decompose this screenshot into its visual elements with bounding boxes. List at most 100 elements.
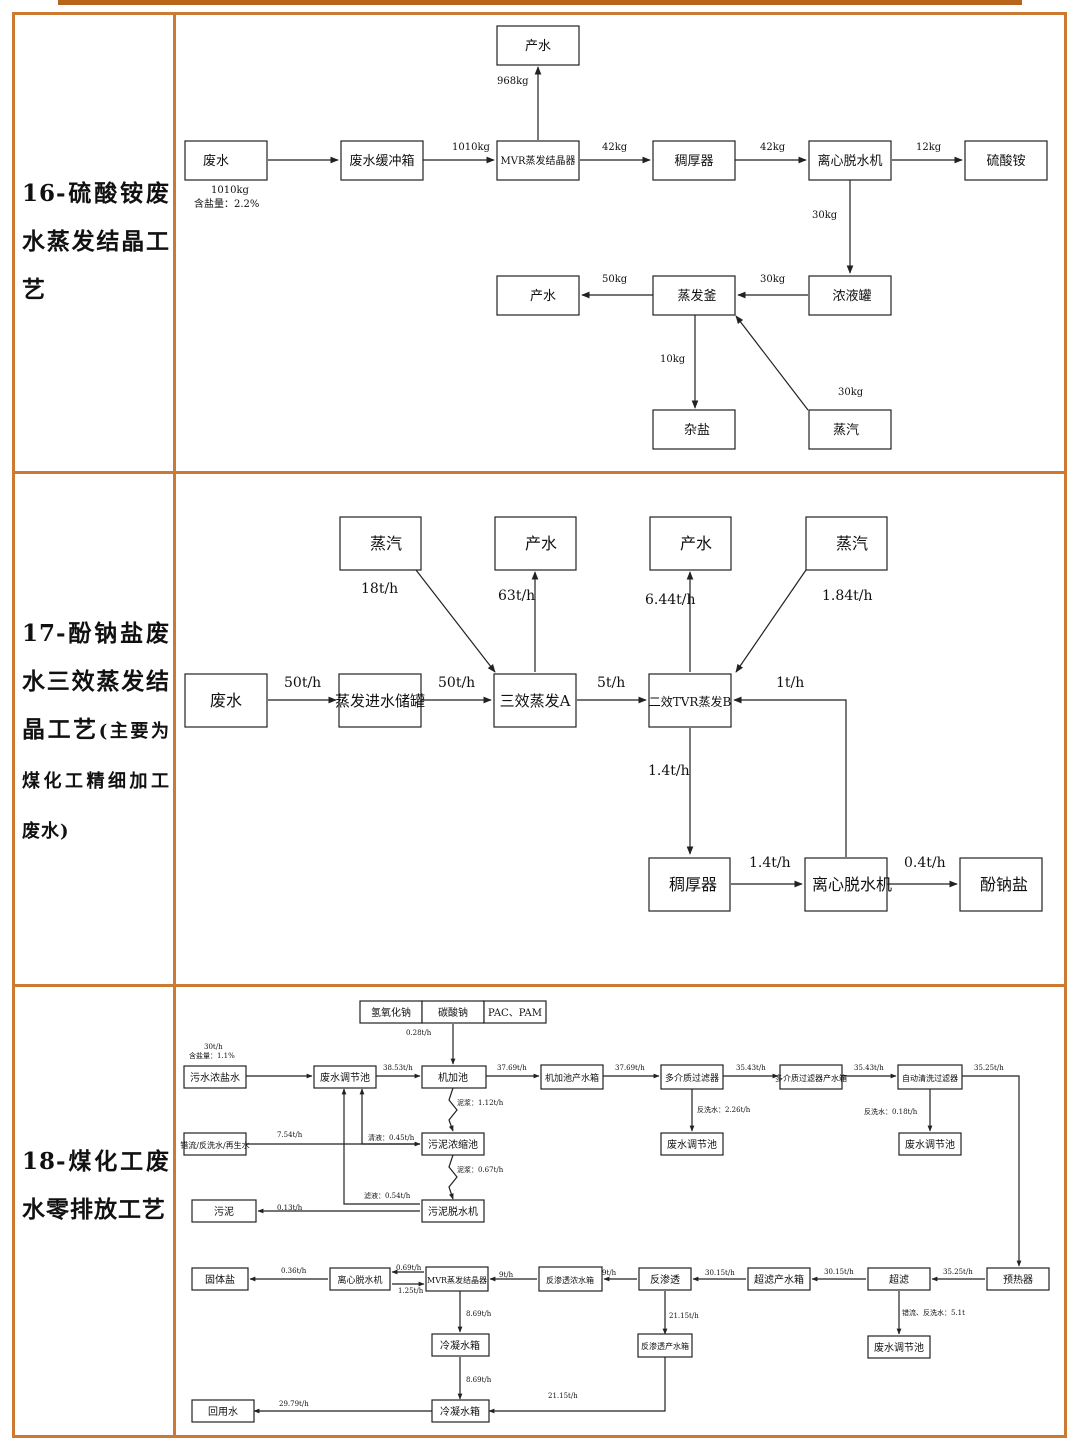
d18-label-mm-backwash: 反洗水：2.26t/h xyxy=(697,1105,751,1114)
table-frame xyxy=(12,12,1067,1438)
d16-node-evap-kettle xyxy=(652,275,736,316)
d18-label-conc-mvr: 9t/h xyxy=(499,1271,514,1279)
row-title-17: 17-酚钠盐废水三效蒸发结晶工艺(主要为煤化工精细加工废水) xyxy=(22,610,170,856)
d16-node-mixed-salt-text: 杂盐 xyxy=(684,423,710,438)
d16-node-thickener xyxy=(652,140,736,181)
d16-label-ww-amount: 1010kg xyxy=(211,185,250,196)
d18-label-tank-ro: 30.15t/h xyxy=(705,1269,735,1277)
diagram-16-ammonium-sulfate: 产水 废水 废水缓冲箱 MVR蒸发结晶器 稠厚器 离心脱水机 硫酸铵 产水 蒸发… xyxy=(184,25,1048,450)
d16-node-water-left xyxy=(496,275,580,316)
d18-label-supernatant: 清液：0.45t/h xyxy=(368,1133,415,1142)
d16-node-buffer-text: 废水缓冲箱 xyxy=(349,153,414,169)
d16-node-wastewater-text: 废水 xyxy=(203,153,229,169)
d16-node-ammonium-sulfate-text: 硫酸铵 xyxy=(986,154,1025,169)
d18-label-ro-permeate: 21.15t/h xyxy=(669,1312,699,1320)
d18-label-mech-out: 37.69t/h xyxy=(497,1064,527,1072)
d18-label-preheater-uf: 35.25t/h xyxy=(943,1268,973,1276)
d16-node-conc-tank xyxy=(808,275,892,316)
d18-node-sludge-dewater-text: 污泥脱水机 xyxy=(428,1205,478,1218)
d17-node-wastewater xyxy=(184,673,268,728)
row-divider-2 xyxy=(12,984,1067,987)
d16-node-mixed-salt xyxy=(652,409,736,450)
d18-node-cond-tank-2 xyxy=(431,1399,490,1423)
d18-label-mm-tank: 35.43t/h xyxy=(736,1064,766,1072)
d17-label-steam-left: 18t/h xyxy=(361,581,398,597)
d16-node-wastewater xyxy=(184,140,268,181)
d18-node-ro xyxy=(638,1267,692,1291)
d16-node-centrifuge-text: 离心脱水机 xyxy=(817,153,882,169)
d17-node-evap-a xyxy=(493,673,577,728)
d18-node-preheater xyxy=(986,1267,1050,1291)
d18-node-centrifuge-text: 离心脱水机 xyxy=(337,1274,382,1286)
d18-node-solid-salt xyxy=(191,1267,249,1291)
d18-node-cond-tank-2-text: 冷凝水箱 xyxy=(440,1405,480,1418)
d18-node-mm-filter xyxy=(660,1064,724,1090)
d16-label-ww-salt: 含盐量：2.2% xyxy=(194,197,259,210)
row-divider-1 xyxy=(12,471,1067,474)
d16-node-ammonium-sulfate xyxy=(964,140,1048,181)
row-title-17-note: (主要为煤化工精细加工废水) xyxy=(22,721,170,842)
d18-node-sludge-text: 污泥 xyxy=(214,1205,234,1218)
d18-node-ro-conc-tank-text: 反渗透浓水箱 xyxy=(546,1275,594,1285)
d18-label-out-mm: 37.69t/h xyxy=(615,1064,645,1072)
d17-node-water-b xyxy=(649,516,732,571)
d18-label-mech-sludge: 泥浆：1.12t/h xyxy=(457,1098,504,1107)
d17-node-storage xyxy=(338,673,422,728)
d17-edge-return xyxy=(733,696,847,857)
d18-node-sludge-tank-text: 污泥浓缩池 xyxy=(428,1138,478,1151)
d17-node-storage-text: 蒸发进水储罐 xyxy=(335,692,425,710)
d17-node-evap-a-text: 三效蒸发A xyxy=(500,692,571,710)
d16-node-thickener-text: 稠厚器 xyxy=(674,154,713,169)
d18-node-reuse-water xyxy=(191,1399,255,1423)
d17-label-water-a: 63t/h xyxy=(498,588,535,604)
d18-node-mm-filter-text: 多介质过滤器 xyxy=(665,1072,719,1084)
d18-node-pac-pam-text: PAC、PAM xyxy=(488,1008,542,1019)
d18-node-uf xyxy=(867,1267,931,1291)
d18-label-cond-cond: 8.69t/h xyxy=(466,1376,492,1384)
d18-node-bw-water-text: 错流/反洗水/再生水 xyxy=(180,1140,249,1150)
d16-label-kettle-salt: 10kg xyxy=(660,354,686,365)
d17-node-steam-right-text: 蒸汽 xyxy=(836,534,868,553)
d18-node-na2co3-text: 碳酸钠 xyxy=(438,1006,468,1019)
d18-node-uf-text: 超滤 xyxy=(889,1273,909,1286)
d18-node-mech-out-tank xyxy=(540,1064,604,1090)
d17-node-wastewater-text: 废水 xyxy=(210,691,242,710)
d18-node-ww-reg-3 xyxy=(867,1335,931,1359)
d17-label-thickener-centrifuge: 1.4t/h xyxy=(749,855,791,871)
d18-node-reuse-water-text: 回用水 xyxy=(208,1406,238,1418)
d16-label-buffer-mvr: 1010kg xyxy=(452,142,491,153)
d18-edge-filtrate xyxy=(341,1088,420,1205)
d18-node-uf-out-tank-text: 超滤产水箱 xyxy=(754,1273,804,1286)
d16-node-buffer xyxy=(340,140,424,181)
d16-label-steam-kettle: 30kg xyxy=(838,387,864,398)
d17-node-water-b-text: 产水 xyxy=(680,534,712,553)
d18-node-solid-salt-text: 固体盐 xyxy=(205,1273,235,1286)
d18-label-brine-salt: 含盐量：1.1% xyxy=(189,1051,235,1060)
d17-node-evap-b-text: 二效TVR蒸发B xyxy=(649,694,732,709)
d18-node-naoh-text: 氢氧化钠 xyxy=(371,1006,411,1019)
row-title-18: 18-煤化工废水零排放工艺 xyxy=(22,1138,170,1234)
d17-node-thickener xyxy=(648,857,731,912)
d18-label-salt-out: 0.36t/h xyxy=(281,1267,307,1275)
d17-label-storage: 50t/h xyxy=(438,675,475,691)
d17-node-phenol-salt xyxy=(959,857,1043,912)
d17-node-steam-right xyxy=(805,516,888,571)
d18-label-reg-mech: 38.53t/h xyxy=(383,1064,413,1072)
d18-label-thick-sludge: 泥浆：0.67t/h xyxy=(457,1165,504,1174)
d16-label-kettle-water: 50kg xyxy=(602,274,628,285)
d16-label-thickener-centrifuge: 42kg xyxy=(760,142,786,153)
d18-node-sludge xyxy=(191,1199,257,1223)
d18-node-mech-tank xyxy=(421,1065,487,1089)
d18-node-cond-tank-1 xyxy=(431,1333,490,1357)
d16-label-mvr-water: 968kg xyxy=(497,76,529,87)
d16-node-conc-tank-text: 浓液罐 xyxy=(832,289,871,304)
d17-label-steam-right: 1.84t/h xyxy=(822,588,873,604)
d17-label-centrifuge-salt: 0.4t/h xyxy=(904,855,946,871)
d18-node-brine xyxy=(183,1065,247,1089)
d18-node-ww-reg-2-text: 废水调节池 xyxy=(905,1138,955,1151)
d17-node-centrifuge-text: 离心脱水机 xyxy=(812,875,892,894)
d18-node-ww-reg-2 xyxy=(898,1132,962,1156)
d18-node-ro-out-tank-text: 反渗透产水箱 xyxy=(641,1341,689,1351)
d18-edge-thick-sludge xyxy=(448,1154,458,1200)
d17-label-water-b: 6.44t/h xyxy=(645,592,696,608)
